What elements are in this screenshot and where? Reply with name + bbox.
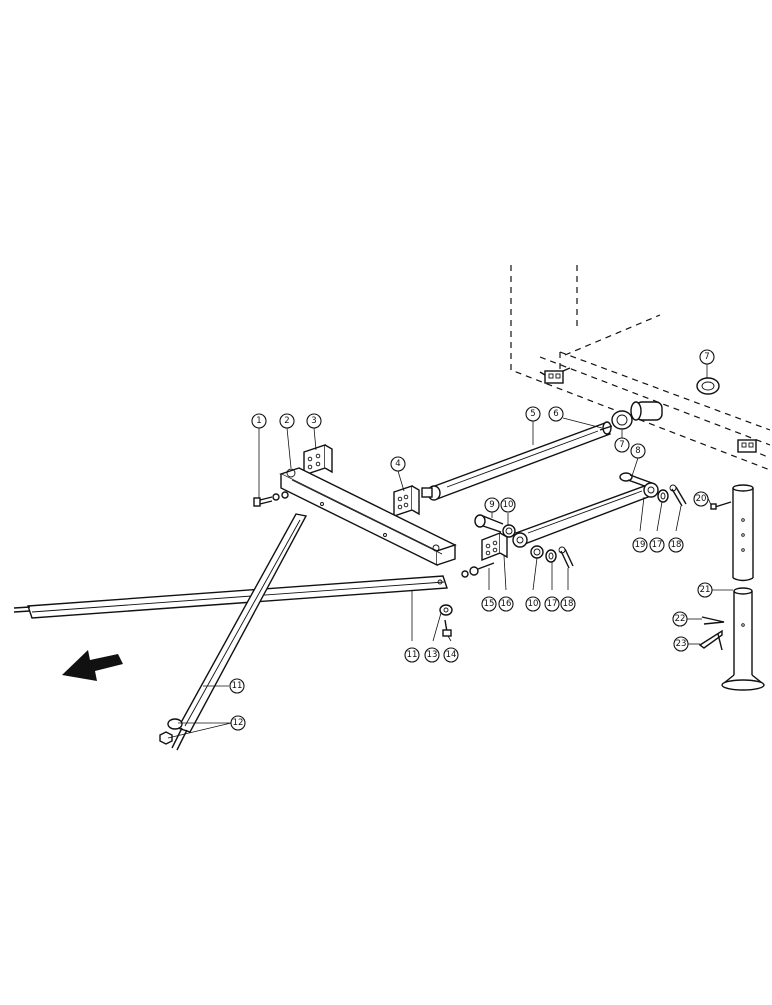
jack-pin-20 (710, 501, 732, 510)
clevis-plate-3 (303, 444, 333, 476)
callout-2: 2 (279, 413, 295, 429)
callout-18-right: 18 (668, 537, 684, 553)
jack-stand (721, 484, 765, 691)
callout-21: 21 (697, 582, 713, 598)
crank-handle-23 (698, 629, 723, 651)
body-mount-bracket-right (737, 439, 757, 453)
svg-text:14: 14 (446, 650, 457, 660)
washer-13 (439, 604, 453, 616)
callout-3: 3 (306, 413, 322, 429)
callout-4: 4 (390, 456, 406, 472)
clevis-plate-4 (393, 485, 420, 517)
callout-17-right: 17 (649, 537, 665, 553)
callout-18-left: 18 (560, 596, 576, 612)
bolt-1 (253, 491, 289, 507)
body-pivot-boss (630, 401, 663, 421)
svg-text:9: 9 (489, 500, 494, 510)
svg-text:15: 15 (484, 599, 495, 609)
callout-12: 12 (230, 715, 246, 731)
callout-8: 8 (630, 443, 646, 459)
bolt-14 (442, 619, 452, 637)
body-mount-bracket-left (539, 367, 571, 384)
callout-15: 15 (481, 596, 497, 612)
nut-washer-12 (159, 718, 183, 745)
svg-text:21: 21 (700, 585, 711, 595)
lower-link-bar (512, 482, 659, 548)
svg-text:20: 20 (696, 494, 707, 504)
washer-10-lower (530, 545, 544, 559)
washer-17-right (657, 489, 669, 503)
svg-text:2: 2 (284, 416, 289, 426)
svg-text:6: 6 (553, 409, 558, 419)
clevis-pin-9 (474, 514, 504, 533)
cotter-pin-18-left (558, 546, 574, 569)
callout-17-left: 17 (544, 596, 560, 612)
svg-text:23: 23 (676, 639, 687, 649)
callout-5: 5 (525, 406, 541, 422)
svg-text:3: 3 (311, 416, 316, 426)
callout-13: 13 (424, 647, 440, 663)
svg-text:13: 13 (427, 650, 438, 660)
bolt-15 (461, 562, 495, 578)
svg-text:4: 4 (395, 459, 400, 469)
svg-text:19: 19 (635, 540, 646, 550)
callout-11-diagonal-beam: 11 (229, 678, 245, 694)
spring-clip-22 (701, 616, 725, 625)
callout-23: 23 (673, 636, 689, 652)
svg-text:22: 22 (675, 614, 686, 624)
direction-arrow-icon (62, 650, 123, 681)
svg-text:18: 18 (563, 599, 574, 609)
bushing-upper (696, 377, 720, 395)
svg-text:11: 11 (407, 650, 418, 660)
callout-7-upper: 7 (699, 349, 715, 365)
callout-22: 22 (672, 611, 688, 627)
callout-19: 19 (632, 537, 648, 553)
callout-20: 20 (693, 491, 709, 507)
main-frame-beam (279, 467, 457, 567)
clevis-plate-16 (481, 531, 508, 562)
machine-body-outline (510, 265, 771, 471)
washer-17-left (545, 549, 557, 563)
svg-text:16: 16 (501, 599, 512, 609)
svg-text:8: 8 (635, 446, 640, 456)
svg-text:10: 10 (503, 500, 514, 510)
callout-14: 14 (443, 647, 459, 663)
bushing-lower (611, 410, 633, 430)
long-side-beam (13, 575, 448, 619)
leader-lines (167, 364, 733, 739)
callout-16: 16 (498, 596, 514, 612)
svg-text:7: 7 (704, 352, 709, 362)
svg-text:7: 7 (619, 440, 624, 450)
callout-10-lower: 10 (525, 596, 541, 612)
svg-text:18: 18 (671, 540, 682, 550)
svg-text:10: 10 (528, 599, 539, 609)
diagonal-brace-beam (171, 513, 308, 751)
svg-text:5: 5 (530, 409, 535, 419)
callout-6: 6 (548, 406, 564, 422)
svg-text:17: 17 (652, 540, 663, 550)
callout-11-side-beam: 11 (404, 647, 420, 663)
svg-text:1: 1 (256, 416, 261, 426)
svg-text:11: 11 (232, 681, 243, 691)
callout-9: 9 (484, 497, 500, 513)
callout-1: 1 (251, 413, 267, 429)
washer-10-upper (502, 524, 516, 538)
svg-text:12: 12 (233, 718, 244, 728)
callout-7-lower: 7 (614, 437, 630, 453)
spring-pin (599, 425, 613, 431)
svg-text:17: 17 (547, 599, 558, 609)
callout-10-upper: 10 (500, 497, 516, 513)
upper-tube (421, 421, 612, 501)
cotter-pin-18-right (669, 484, 687, 507)
